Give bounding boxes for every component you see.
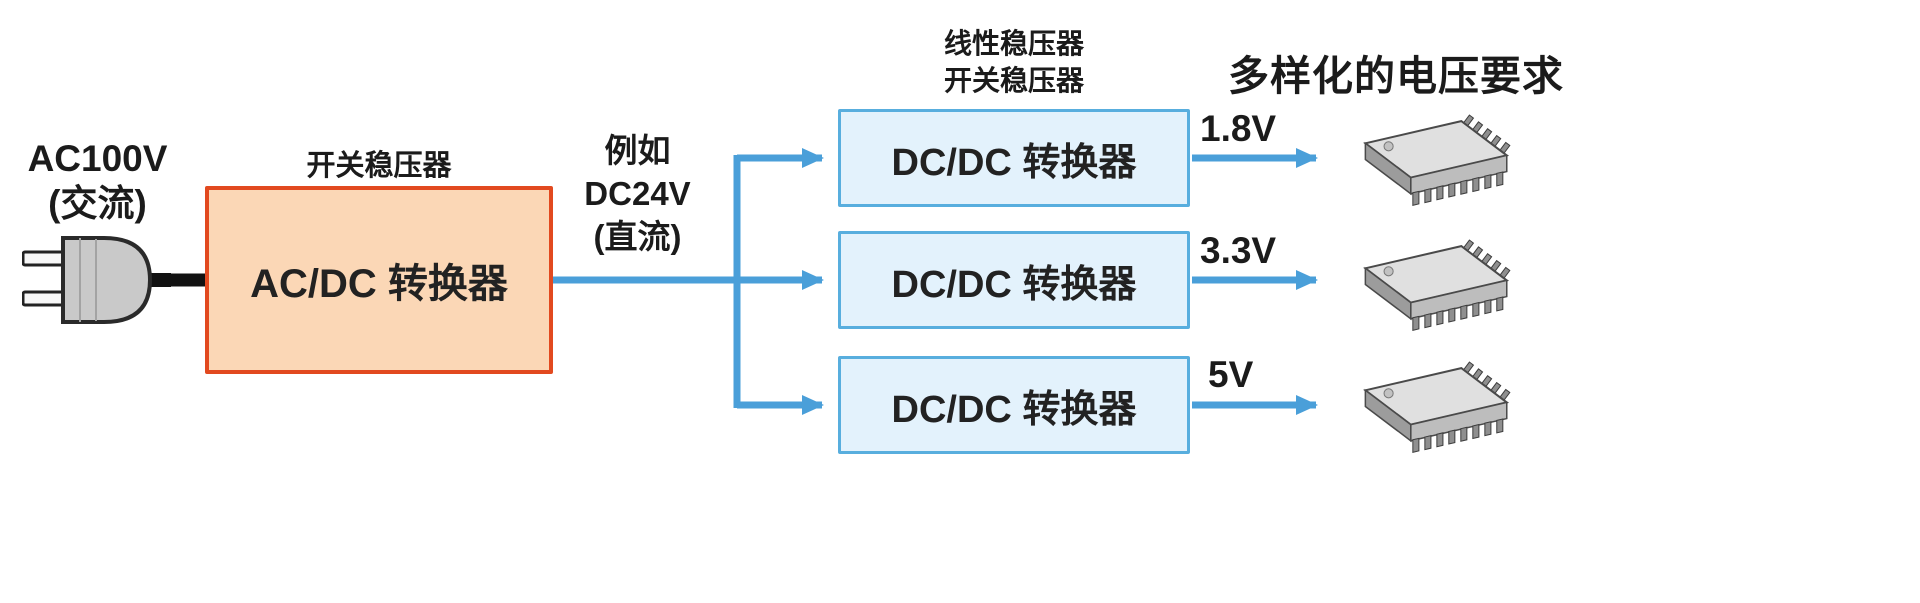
dcdc-converter-box-3: DC/DC 转换器 [838, 356, 1190, 454]
ic-chip-icon-3 [1364, 361, 1511, 454]
ic-chip-icon-2 [1364, 239, 1511, 332]
dcdc-converter-label-1: DC/DC 转换器 [891, 141, 1137, 184]
ac-input-label: AC100V (交流) [10, 136, 185, 226]
switching-regulator-label-2: 开关稳压器 [943, 64, 1084, 96]
ic-chip-icon-1 [1364, 114, 1511, 207]
voltage-label-2: 3.3V [1200, 230, 1277, 271]
ac-plug-icon [22, 236, 171, 324]
intermediate-line2: DC24V [584, 174, 691, 212]
voltage-label-3: 5V [1208, 354, 1254, 395]
dcdc-converter-box-2: DC/DC 转换器 [838, 231, 1190, 329]
acdc-converter-box: AC/DC 转换器 [205, 186, 553, 374]
diagram-title: 多样化的电压要求 [1228, 53, 1564, 99]
regulator-types-label: 线性稳压器 开关稳压器 [838, 26, 1190, 100]
intermediate-line1: 例如 [604, 132, 671, 169]
acdc-converter-label: AC/DC 转换器 [250, 262, 508, 306]
dcdc-converter-box-1: DC/DC 转换器 [838, 109, 1190, 207]
voltage-label-1: 1.8V [1200, 108, 1277, 149]
intermediate-line3: (直流) [593, 217, 682, 255]
switching-regulator-label: 开关稳压器 [306, 150, 452, 182]
dcdc-converter-label-2: DC/DC 转换器 [891, 263, 1137, 306]
intermediate-voltage-label: 例如 DC24V (直流) [565, 130, 710, 259]
ac-input-type: (交流) [48, 183, 147, 225]
ac-input-voltage: AC100V [27, 138, 168, 179]
linear-regulator-label: 线性稳压器 [943, 28, 1084, 59]
dcdc-converter-label-3: DC/DC 转换器 [891, 388, 1137, 431]
